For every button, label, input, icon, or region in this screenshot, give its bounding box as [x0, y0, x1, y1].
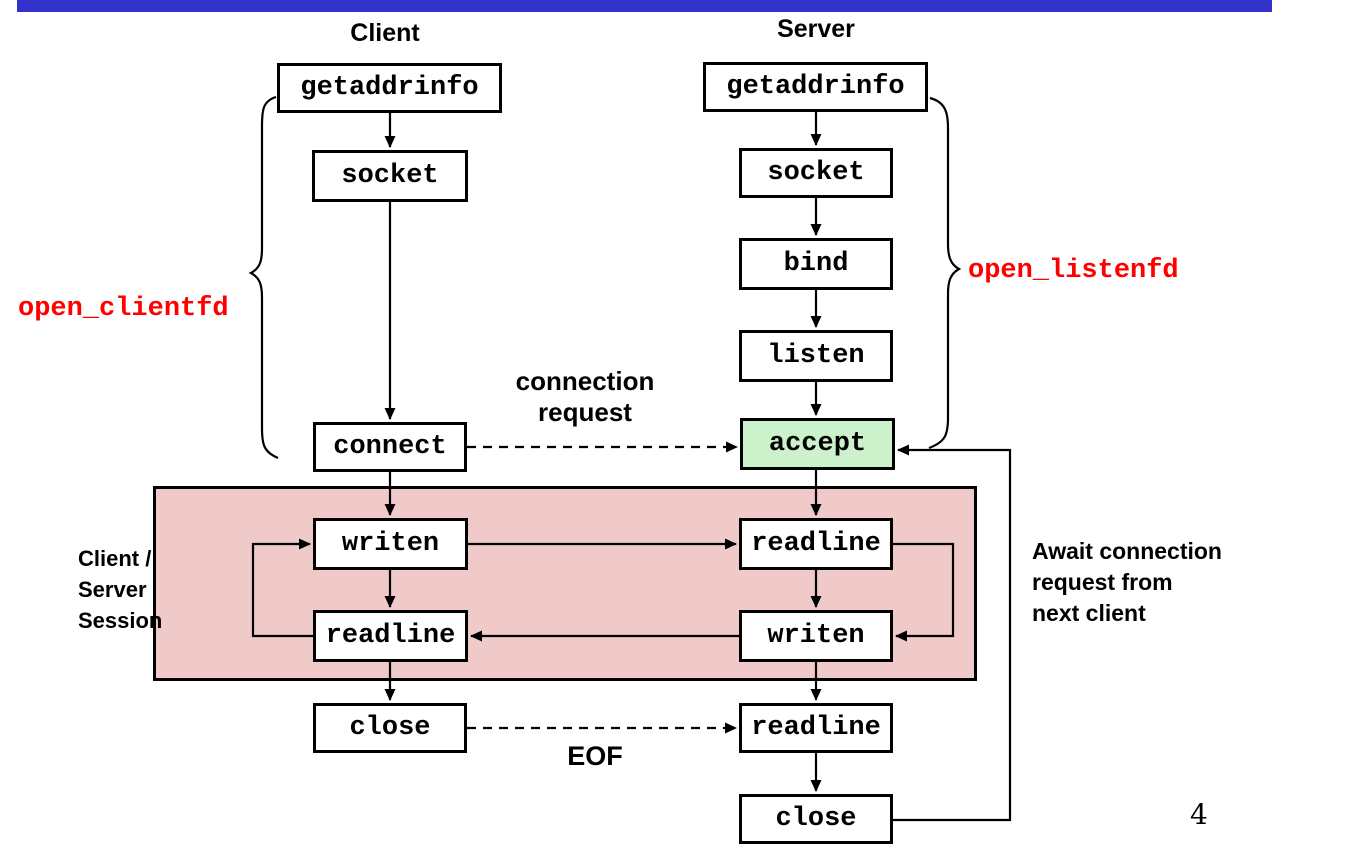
open-listenfd-label: open_listenfd: [968, 256, 1179, 286]
server-box-writen: writen: [739, 610, 893, 662]
session-label-line2: Server: [78, 577, 147, 602]
client-box-readline: readline: [313, 610, 468, 662]
server-column-title: Server: [777, 15, 855, 43]
server-box-readline-eof: readline: [739, 703, 893, 753]
loop-server-close-accept: [893, 444, 1012, 822]
session-label-line3: Session: [78, 608, 163, 633]
server-box-close: close: [739, 794, 893, 844]
client-box-connect: connect: [313, 422, 467, 472]
await-connection-label: Await connection request from next clien…: [1032, 536, 1222, 629]
loop-client-readline-writen: [251, 538, 313, 638]
brace-open-listenfd: [928, 96, 962, 450]
eof-label: EOF: [567, 741, 623, 771]
brace-open-clientfd: [248, 95, 279, 460]
client-box-getaddrinfo: getaddrinfo: [277, 63, 502, 113]
server-box-listen: listen: [739, 330, 893, 382]
server-box-readline-request: readline: [739, 518, 893, 570]
session-label: Client / Server Session: [78, 543, 162, 636]
session-label-line1: Client /: [78, 546, 152, 571]
page-number: 4: [1190, 798, 1208, 831]
server-box-bind: bind: [739, 238, 893, 290]
await-label-line1: Await connection: [1032, 538, 1222, 564]
connection-request-line2: request: [538, 397, 632, 427]
title-bar-strip: [17, 0, 1272, 12]
await-label-line3: next client: [1032, 600, 1146, 626]
connection-request-label: connection request: [470, 366, 700, 428]
client-box-socket: socket: [312, 150, 468, 202]
server-box-socket: socket: [739, 148, 893, 198]
loop-server-readline-writen: [893, 542, 955, 642]
client-column-title: Client: [350, 19, 420, 47]
server-box-accept: accept: [740, 418, 895, 470]
await-label-line2: request from: [1032, 569, 1173, 595]
client-box-writen: writen: [313, 518, 468, 570]
connection-request-line1: connection: [515, 366, 655, 396]
open-clientfd-label: open_clientfd: [18, 294, 229, 324]
server-box-getaddrinfo: getaddrinfo: [703, 62, 928, 112]
client-box-close: close: [313, 703, 467, 753]
